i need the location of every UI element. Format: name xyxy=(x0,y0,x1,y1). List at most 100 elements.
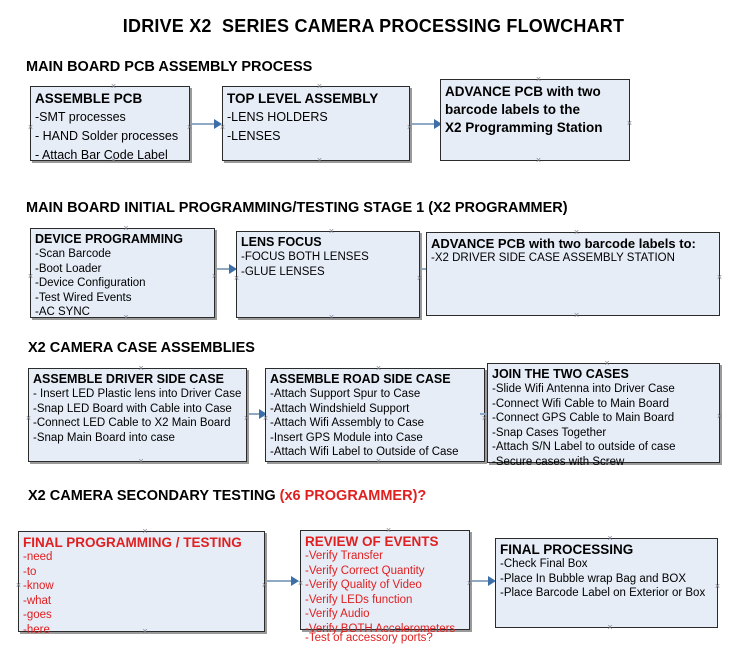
flow-box-line: -Snap Main Board into case xyxy=(33,431,175,444)
connector-driver-side-case-to-road-side-case xyxy=(249,409,267,419)
flow-box-lens-focus[interactable]: LENS FOCUS -FOCUS BOTH LENSES -GLUE LENS… xyxy=(236,231,420,318)
flow-box-line: -here xyxy=(23,623,50,636)
handle-mark-top[interactable] xyxy=(535,76,542,83)
handle-mark-right[interactable] xyxy=(211,273,218,280)
flow-box-title: REVIEW OF EVENTS xyxy=(305,534,439,549)
handle-mark-bottom[interactable] xyxy=(328,314,335,321)
flow-box-line: -Slide Wifi Antenna into Driver Case xyxy=(492,383,675,395)
flow-box-line: - Insert LED Plastic lens into Driver Ca… xyxy=(33,388,242,400)
flow-box-title: LENS FOCUS xyxy=(241,235,322,249)
flow-box-join-the-two-cases[interactable]: JOIN THE TWO CASES -Slide Wifi Antenna i… xyxy=(487,360,723,468)
handle-mark-left[interactable] xyxy=(15,582,22,589)
flow-box-line: -X2 DRIVER SIDE CASE ASSEMBLY STATION xyxy=(431,252,675,264)
flow-box-assemble-driver-side-case[interactable]: ASSEMBLE DRIVER SIDE CASE - Insert LED P… xyxy=(28,368,247,462)
connector-line xyxy=(267,580,292,582)
flow-box-line: -Scan Barcode xyxy=(35,248,112,260)
connector-device-programming-to-lens-focus xyxy=(217,264,237,274)
section-heading-text: X2 CAMERA SECONDARY TESTING xyxy=(28,488,280,504)
flow-box-device-programming[interactable]: DEVICE PROGRAMMING -Scan Barcode -Boot L… xyxy=(30,228,215,318)
handle-mark-top[interactable] xyxy=(604,360,611,367)
handle-mark-top[interactable] xyxy=(573,229,580,236)
handle-mark-right[interactable] xyxy=(416,275,423,282)
connector-line xyxy=(249,413,260,415)
flow-box-line: -AC SYNC xyxy=(35,306,90,318)
arrow-head-icon xyxy=(434,119,442,129)
handle-mark-bottom[interactable] xyxy=(607,624,614,631)
handle-mark-top[interactable] xyxy=(142,528,149,535)
connector-line xyxy=(412,123,435,125)
flow-box-line: -to xyxy=(23,565,37,578)
section-heading-main-board-pcb-assembly-process: MAIN BOARD PCB ASSEMBLY PROCESS xyxy=(26,59,312,75)
flow-box-title: ASSEMBLE PCB xyxy=(35,91,143,106)
section-heading-x2-camera-secondary-testing: X2 CAMERA SECONDARY TESTING (x6 PROGRAMM… xyxy=(28,488,426,504)
arrow-head-icon xyxy=(214,119,222,129)
flow-box-line: -what xyxy=(23,594,52,607)
handle-mark-top[interactable] xyxy=(316,83,323,90)
handle-mark-bottom[interactable] xyxy=(138,458,145,465)
handle-mark-top[interactable] xyxy=(138,365,145,372)
flow-box-title: JOIN THE TWO CASES xyxy=(492,367,629,381)
flow-box-line: -Check Final Box xyxy=(500,558,588,570)
handle-mark-left[interactable] xyxy=(25,415,32,422)
flow-box-assemble-road-side-case[interactable]: ASSEMBLE ROAD SIDE CASE -Attach Support … xyxy=(265,368,485,462)
flow-box-line: -Verify Correct Quantity xyxy=(305,564,425,577)
handle-mark-right[interactable] xyxy=(714,583,721,590)
section-heading-text: X2 CAMERA CASE ASSEMBLIES xyxy=(28,340,255,356)
handle-mark-right[interactable] xyxy=(626,120,633,127)
flow-box-line: -Boot Loader xyxy=(35,262,102,275)
flow-box-line: -Test Wired Events xyxy=(35,291,132,304)
handle-mark-top[interactable] xyxy=(607,535,614,542)
flow-box-final-processing[interactable]: FINAL PROCESSING -Check Final Box -Place… xyxy=(495,538,718,628)
flow-box-line: -Attach S/N Label to outside of case xyxy=(492,441,676,453)
flow-box-final-programming-testing[interactable]: FINAL PROGRAMMING / TESTING -need -to -k… xyxy=(15,528,265,636)
flow-box-line: X2 Programming Station xyxy=(445,120,603,135)
flow-box-assemble-pcb[interactable]: ASSEMBLE PCB -SMT processes - HAND Solde… xyxy=(27,83,190,162)
flow-box-line: -need xyxy=(23,551,53,563)
flow-box-line: -Verify LEDs function xyxy=(305,593,413,606)
flow-box-advance-pcb-to-x2-programming-station[interactable]: ADVANCE PCB with two barcode labels to t… xyxy=(440,79,630,161)
flow-box-line: -Verify BOTH Accelerometers xyxy=(305,622,456,635)
handle-mark-bottom[interactable] xyxy=(535,157,542,164)
flow-box-line-overflow: -Test of accessory ports? xyxy=(305,632,433,644)
handle-mark-right[interactable] xyxy=(716,413,723,420)
flow-box-line: -Verify Quality of Video xyxy=(305,579,422,591)
connector-review-of-events-to-final-processing xyxy=(472,576,496,586)
flow-box-line: barcode labels to the xyxy=(445,102,581,117)
handle-mark-top[interactable] xyxy=(110,83,117,90)
handle-mark-left[interactable] xyxy=(27,273,34,280)
handle-mark-top[interactable] xyxy=(385,527,392,534)
flow-box-title: TOP LEVEL ASSEMBLY xyxy=(227,91,379,106)
flow-box-line: -Place Barcode Label on Exterior or Box xyxy=(500,587,706,599)
flow-box-line: -know xyxy=(23,580,54,592)
flow-box-title: DEVICE PROGRAMMING xyxy=(35,232,183,246)
flow-box-line: -Attach Wifi Assembly to Case xyxy=(270,417,425,429)
handle-mark-bottom[interactable] xyxy=(573,312,580,319)
flow-box-line: -FOCUS BOTH LENSES xyxy=(241,251,369,263)
handle-mark-left[interactable] xyxy=(233,275,240,282)
section-heading-text: MAIN BOARD INITIAL PROGRAMMING/TESTING S… xyxy=(26,200,568,216)
handle-mark-top[interactable] xyxy=(328,228,335,235)
flow-box-title: ADVANCE PCB with two xyxy=(445,84,601,99)
flow-box-line: -Attach Wifi Label to Outside of Case xyxy=(270,446,459,458)
flow-box-review-of-events[interactable]: REVIEW OF EVENTS -Verify Transfer -Verif… xyxy=(300,527,470,644)
connector-line xyxy=(472,580,489,582)
handle-mark-right[interactable] xyxy=(716,274,723,281)
flow-box-line: -Attach Support Spur to Case xyxy=(270,388,421,400)
handle-mark-top[interactable] xyxy=(375,365,382,372)
handle-mark-bottom[interactable] xyxy=(316,157,323,164)
flow-box-top-level-assembly[interactable]: TOP LEVEL ASSEMBLY -LENS HOLDERS -LENSES xyxy=(222,86,410,161)
handle-mark-left[interactable] xyxy=(27,124,34,131)
flow-box-title: ASSEMBLE DRIVER SIDE CASE xyxy=(33,372,225,386)
flow-box-title: FINAL PROCESSING xyxy=(500,542,634,557)
flow-box-title: ASSEMBLE ROAD SIDE CASE xyxy=(270,372,451,386)
arrow-head-icon xyxy=(259,409,267,419)
handle-mark-top[interactable] xyxy=(123,225,130,232)
page-title: IDRIVE X2 SERIES CAMERA PROCESSING FLOWC… xyxy=(122,16,625,36)
flow-box-line: -Insert GPS Module into Case xyxy=(270,431,423,444)
flow-box-advance-pcb-to-driver-side-case-station[interactable]: ADVANCE PCB with two barcode labels to: … xyxy=(426,232,720,316)
section-heading-red-suffix: (x6 PROGRAMMER)? xyxy=(279,488,427,504)
connector-line xyxy=(480,413,491,415)
arrow-head-icon xyxy=(488,576,496,586)
flow-box-line: -Connect GPS Cable to Main Board xyxy=(492,412,675,424)
